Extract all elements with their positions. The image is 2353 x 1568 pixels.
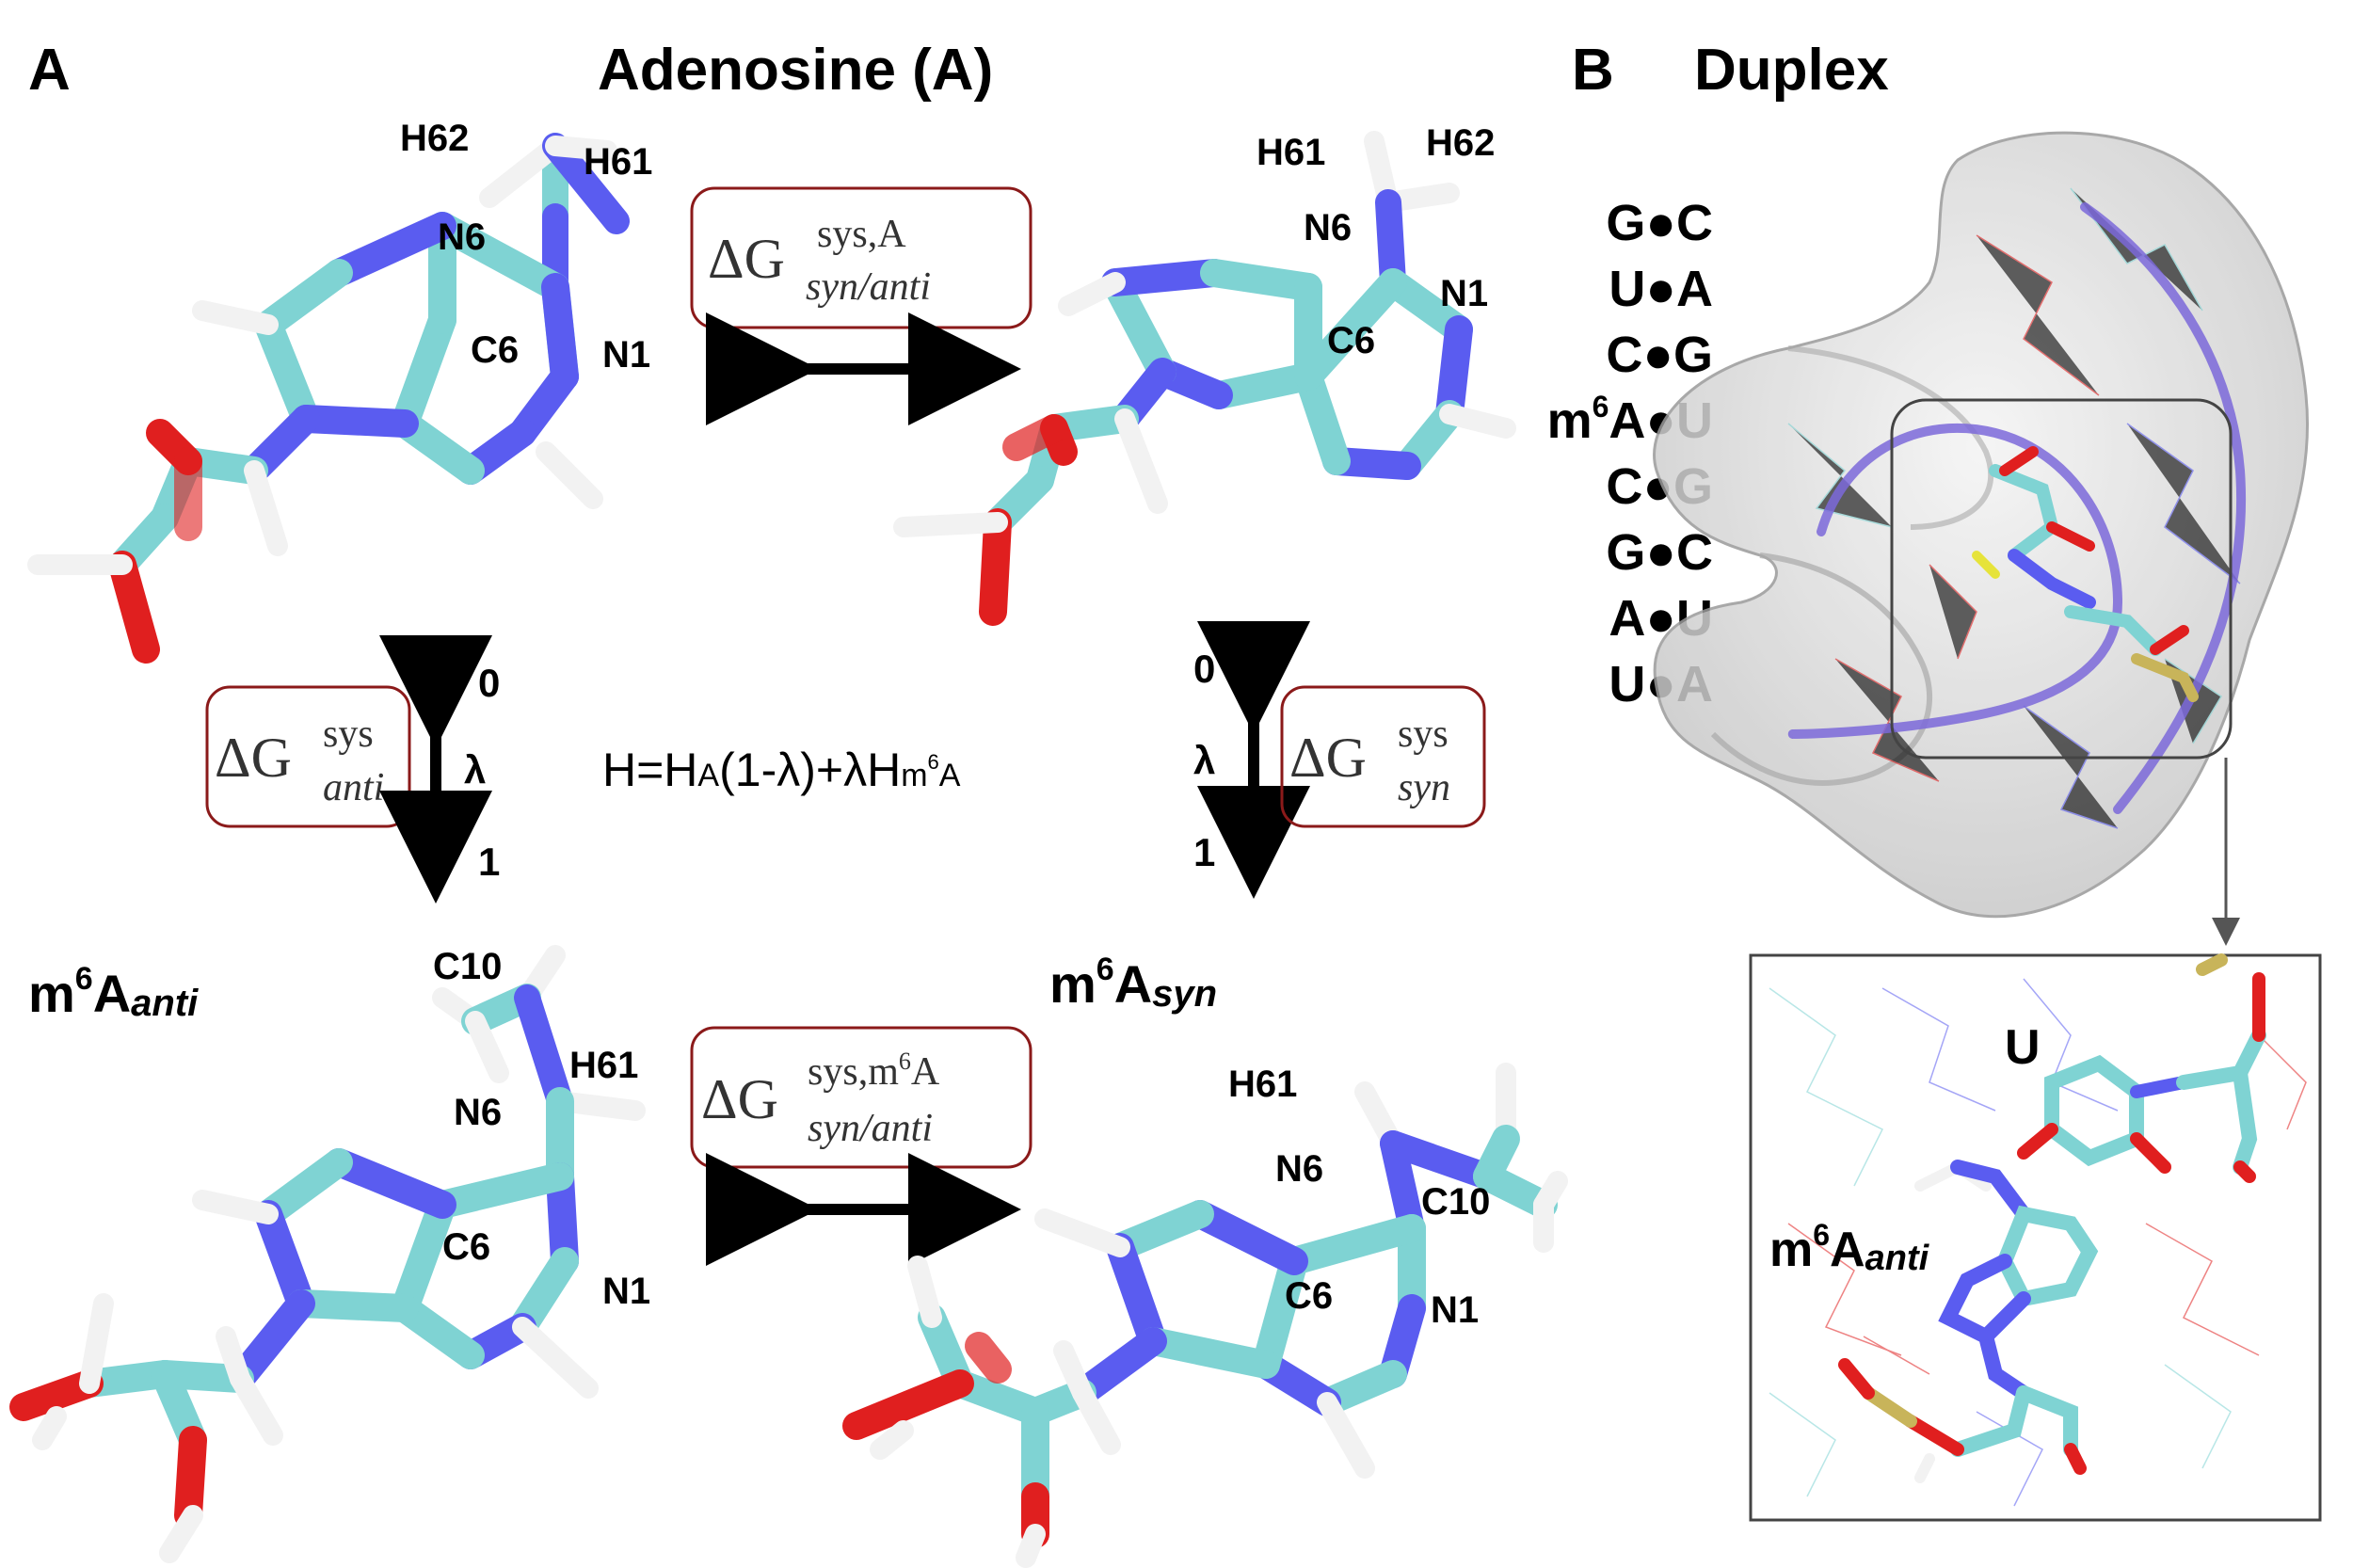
- atom-label-c6-m6a-anti: C6: [442, 1226, 490, 1268]
- lambda-left-mid: λ: [464, 747, 486, 792]
- atom-label-n1-anti: N1: [602, 334, 650, 376]
- m6a-anti-label: m6Aanti: [28, 961, 199, 1024]
- atom-label-c6-m6a-syn: C6: [1285, 1275, 1333, 1317]
- atom-label-c6-syn: C6: [1327, 320, 1375, 361]
- delta-g-sup-left: sys: [323, 712, 374, 756]
- atom-label-c10-m6a-syn: C10: [1421, 1181, 1490, 1223]
- delta-g-sup-top: sys,A: [817, 213, 906, 256]
- lambda-right-top: 0: [1193, 647, 1215, 691]
- m6a-syn-molecule: [842, 1063, 1568, 1568]
- m6a-syn-label: m6Asyn: [1049, 952, 1217, 1015]
- zoom-region-box: [1890, 398, 2233, 760]
- atom-label-n6-m6a-syn: N6: [1275, 1148, 1323, 1190]
- atom-label-h62-syn: H62: [1426, 122, 1495, 164]
- duplex-surface: [1653, 131, 2310, 946]
- atom-label-n1-syn: N1: [1440, 273, 1488, 314]
- panel-a-letter: A: [28, 38, 71, 103]
- adenosine-anti-molecule: [27, 133, 630, 664]
- atom-label-h61-anti: H61: [584, 141, 652, 183]
- delta-g-symbol-bottom: ΔG: [701, 1068, 778, 1130]
- base-pair-6: G●C: [1606, 524, 1713, 581]
- panel-a-title: Adenosine (A): [598, 38, 993, 103]
- delta-g-sub-top: syn/anti: [806, 265, 931, 309]
- delta-g-symbol-top: ΔG: [708, 228, 785, 290]
- delta-g-sub-bottom: syn/anti: [808, 1107, 933, 1150]
- m6a-anti-molecule: [9, 945, 646, 1563]
- delta-g-sup-bottom: sys,m6A: [808, 1048, 940, 1094]
- delta-g-sup-right: sys: [1398, 712, 1449, 756]
- atom-label-h61-m6a-anti: H61: [569, 1045, 638, 1086]
- lambda-right-bot: 1: [1193, 830, 1215, 874]
- delta-g-symbol-right: ΔG: [1289, 727, 1367, 789]
- delta-g-sub-right: syn: [1398, 766, 1450, 809]
- inset-u-label: U: [2005, 1020, 2041, 1075]
- inset-m6a-anti-label: m6Aanti: [1769, 1218, 1930, 1278]
- delta-g-sub-left: anti: [323, 766, 384, 809]
- atom-label-c10-m6a-anti: C10: [433, 946, 502, 987]
- atom-label-n1-m6a-anti: N1: [602, 1271, 650, 1312]
- lambda-right-mid: λ: [1193, 738, 1215, 782]
- lambda-left-bot: 1: [478, 840, 500, 884]
- lambda-left-top: 0: [478, 661, 500, 705]
- base-pair-1: G●C: [1606, 195, 1713, 251]
- atom-label-n6-syn: N6: [1304, 207, 1352, 248]
- inset-closeup: U m6Aanti: [1749, 953, 2322, 1522]
- atom-label-n1-m6a-syn: N1: [1431, 1289, 1479, 1331]
- adenosine-syn-molecule: [893, 131, 1516, 626]
- delta-g-symbol-left: ΔG: [215, 727, 292, 789]
- base-pair-2: U●A: [1609, 261, 1713, 317]
- atom-label-h61-m6a-syn: H61: [1228, 1064, 1297, 1105]
- delta-g-syn-box: [1280, 685, 1486, 828]
- panel-b-letter: B: [1572, 38, 1614, 103]
- atom-label-n6-m6a-anti: N6: [454, 1092, 502, 1133]
- atom-label-c6-anti: C6: [471, 329, 519, 371]
- atom-label-h62-anti: H62: [400, 118, 469, 159]
- atom-label-n6-anti: N6: [438, 216, 486, 258]
- atom-label-h61-syn: H61: [1257, 132, 1325, 173]
- hamiltonian-equation: H=HA(1-λ)+λHm6A: [602, 744, 961, 796]
- panel-b-title: Duplex: [1694, 38, 1889, 103]
- base-pair-3: C●G: [1606, 327, 1713, 383]
